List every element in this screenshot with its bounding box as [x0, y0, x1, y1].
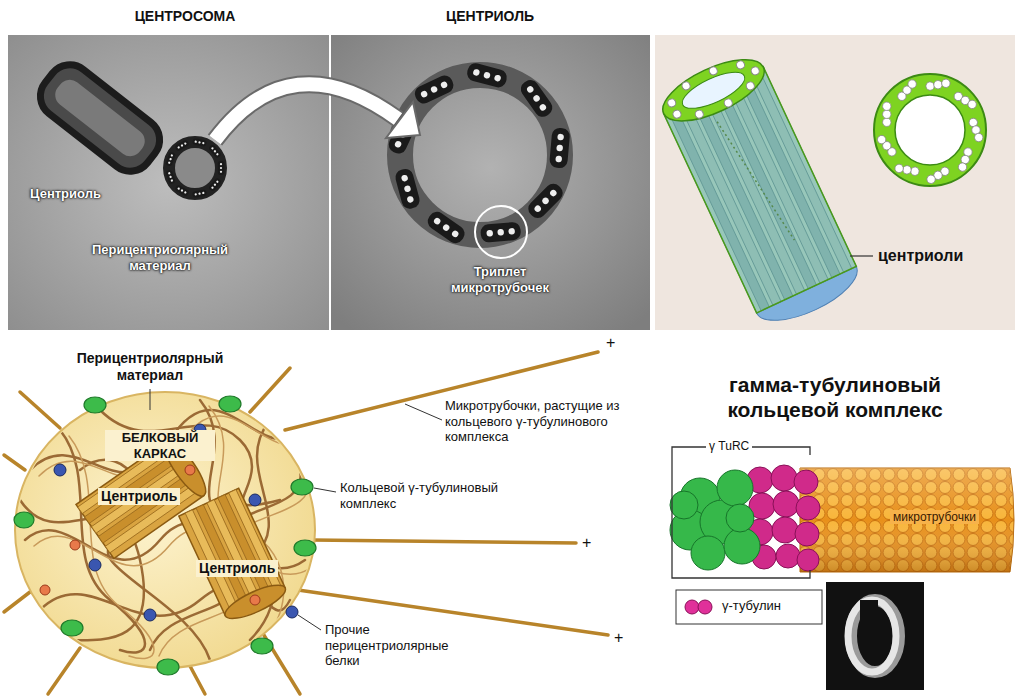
part-label: Перицентриолярный материал — [60, 350, 240, 384]
part-label: Кольцевой γ-тубулиновый комплекс — [340, 480, 520, 511]
panel-heading: ЦЕНТРОСОМА — [85, 8, 285, 25]
other-proteins-blue — [54, 424, 298, 621]
centriole-cylinder — [654, 47, 865, 333]
part-label: Центриоль — [98, 488, 180, 505]
triplet — [549, 127, 570, 168]
part-label: Перицентриолярный материал — [70, 242, 250, 273]
centriole-cross-section-small — [165, 138, 224, 198]
pericentriolar-sphere — [15, 392, 315, 668]
part-label: Прочие перицентриолярные белки — [325, 622, 465, 669]
centriole-longitudinal — [32, 56, 169, 180]
triplet — [465, 61, 508, 89]
microtubule-shade — [800, 468, 1014, 572]
triplet — [425, 209, 468, 247]
leader-line — [850, 255, 873, 256]
triplet — [412, 73, 456, 106]
part-label: γ TuRC — [706, 439, 752, 453]
part-label: Триплет микротрубочек — [430, 264, 570, 295]
legend-box — [676, 590, 822, 624]
other-proteins-orange — [40, 445, 260, 605]
part-label: центриоли — [878, 246, 963, 265]
plus-end-sign: + — [614, 628, 623, 647]
part-label: Центриоль — [30, 186, 101, 202]
legend-text: γ-тубулин — [722, 598, 781, 614]
ring-photo-object — [848, 600, 899, 672]
gamma-turc-illustration — [670, 447, 1014, 690]
part-label: микротрубочки — [890, 510, 979, 524]
legend-sample — [685, 600, 712, 614]
panel-heading: гамма-тубулиновый кольцевой комплекс — [705, 372, 965, 422]
plus-end-sign: + — [582, 533, 591, 552]
part-label: Центриоль — [196, 560, 278, 577]
centriole-ring — [874, 74, 986, 186]
leader-lines — [150, 389, 442, 630]
turc-cap — [670, 470, 760, 570]
em-centriole-photo — [330, 35, 650, 330]
microtubule — [800, 468, 1014, 572]
bracket — [672, 447, 810, 578]
centriole-cylinder — [179, 488, 290, 625]
triplet — [518, 77, 556, 120]
ring-photo — [826, 582, 924, 690]
plus-end-sign: + — [606, 333, 615, 352]
panel-heading: ЦЕНТРИОЛЬ — [390, 8, 590, 25]
centriole-illustration — [654, 35, 1015, 333]
gamma-turc-blobs — [14, 396, 316, 675]
photo-ground — [330, 35, 650, 330]
triplet — [525, 180, 566, 221]
highlight-circle — [475, 206, 527, 258]
triplet — [480, 222, 521, 243]
part-label: Микротрубочки, растущие из кольцевого γ-… — [445, 398, 640, 445]
zoom-arrow — [215, 84, 420, 140]
protein-scaffold — [20, 400, 314, 660]
triplet — [394, 167, 422, 210]
part-label: БЕЛКОВЫЙ КАРКАС — [105, 430, 215, 461]
